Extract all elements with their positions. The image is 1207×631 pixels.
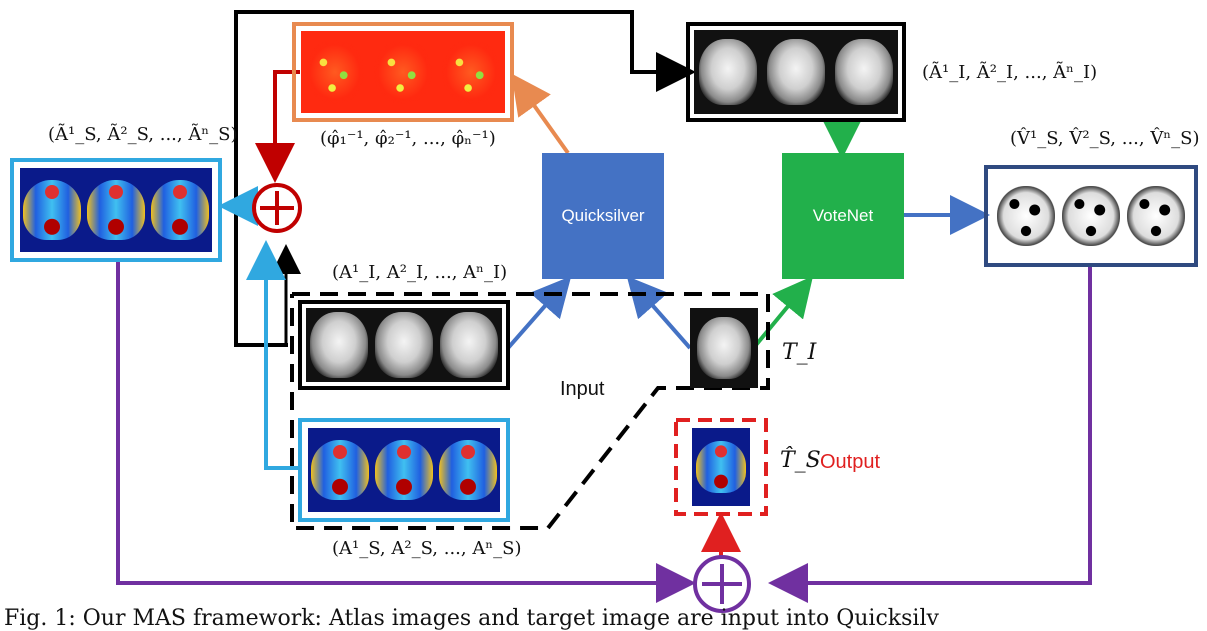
blue-arrow-atlas xyxy=(506,275,572,350)
brain-segmentation xyxy=(439,440,497,500)
brain-mri xyxy=(699,39,757,105)
red-plus-icon xyxy=(252,183,302,233)
purple-plus-icon xyxy=(693,555,751,613)
brain-mri xyxy=(309,312,368,378)
figure-caption: Fig. 1: Our MAS framework: Atlas images … xyxy=(4,606,939,631)
brain-heatmap xyxy=(306,40,364,104)
input-dashed-border xyxy=(290,292,770,530)
brain-segmentation xyxy=(87,180,145,240)
brain-segmentation xyxy=(375,440,433,500)
brain-segmentation xyxy=(696,441,746,493)
blue-arrow-target xyxy=(626,275,692,350)
green-arrow-target xyxy=(754,275,814,347)
target-seg-box xyxy=(692,428,750,506)
inverse-maps-images xyxy=(301,31,505,113)
black-loop-arrow xyxy=(234,10,696,347)
target-image-label: T_I xyxy=(782,340,817,365)
red-arrow xyxy=(255,70,300,183)
votenet-label: VoteNet xyxy=(812,206,874,225)
input-label: Input xyxy=(560,378,605,400)
votes-images xyxy=(994,175,1188,257)
output-dashed-border xyxy=(674,418,768,516)
brain-segmentation xyxy=(311,440,369,500)
cyan-arrow-in xyxy=(246,240,298,470)
warped-images-label: (Ã¹_I, Ã²_I, ..., Ãⁿ_I) xyxy=(922,62,1098,83)
quicksilver-label: Quicksilver xyxy=(561,206,645,225)
atlas-segs-images xyxy=(308,428,500,512)
brain-mri xyxy=(697,317,751,379)
atlas-images-box xyxy=(298,300,510,390)
warped-atlases-label: (Ã¹_S, Ã²_S, ..., Ãⁿ_S) xyxy=(48,124,238,145)
atlas-images xyxy=(306,308,502,382)
purple-arrow-left xyxy=(116,262,696,603)
brain-vote-map xyxy=(1126,186,1185,246)
brain-vote-map xyxy=(1061,186,1120,246)
warped-atlases-box xyxy=(10,158,222,262)
votes-label: (V̂¹_S, V̂²_S, ..., V̂ⁿ_S) xyxy=(1010,128,1200,149)
brain-segmentation xyxy=(23,180,81,240)
votenet-module: VoteNet xyxy=(782,153,904,279)
brain-mri xyxy=(835,39,893,105)
votes-box xyxy=(984,165,1198,267)
warped-images-box xyxy=(686,22,906,122)
target-seg-label: T̂_S xyxy=(780,448,821,473)
target-image-box xyxy=(690,308,758,388)
brain-heatmap xyxy=(374,40,432,104)
atlas-segs-label: (A¹_S, A²_S, ..., Aⁿ_S) xyxy=(332,538,522,559)
brain-mri xyxy=(374,312,433,378)
brain-segmentation xyxy=(151,180,209,240)
brain-mri xyxy=(767,39,825,105)
inverse-maps-label: (φ̂₁⁻¹, φ̂₂⁻¹, ..., φ̂ₙ⁻¹) xyxy=(320,128,496,149)
orange-arrow xyxy=(511,73,570,155)
atlas-segs-box xyxy=(298,418,510,522)
output-label: Output xyxy=(820,451,881,473)
inverse-maps-box xyxy=(292,22,514,122)
warped-atlases-images xyxy=(20,168,212,252)
quicksilver-module: Quicksilver xyxy=(542,153,664,279)
brain-heatmap xyxy=(442,40,500,104)
brain-vote-map xyxy=(997,186,1056,246)
warped-images xyxy=(694,30,898,114)
brain-mri xyxy=(440,312,499,378)
atlas-images-label: (A¹_I, A²_I, ..., Aⁿ_I) xyxy=(332,262,508,283)
purple-arrow-right xyxy=(768,267,1092,603)
